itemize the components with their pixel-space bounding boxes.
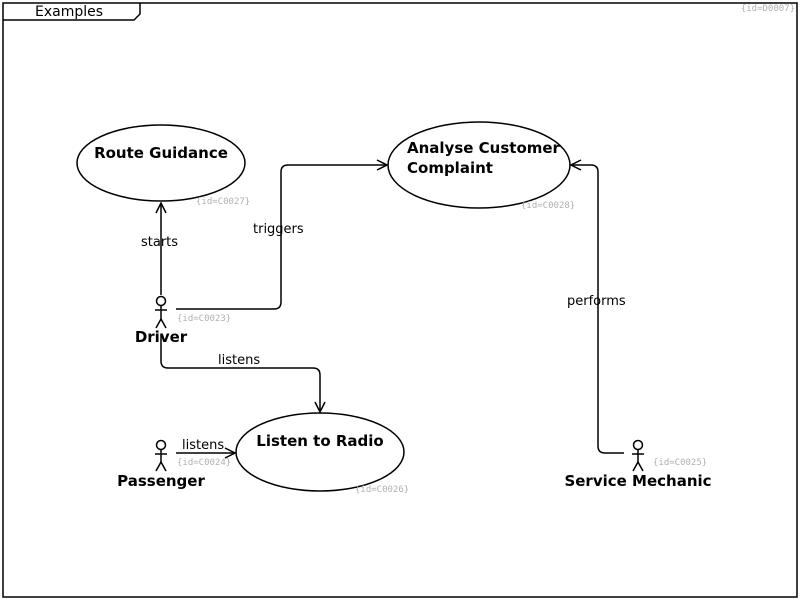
use-case-analyse-customer-complaint[interactable]: Analyse Customer Complaint {id=C0028} [387,121,575,211]
actor-driver[interactable]: Driver {id=C0023} [135,295,231,347]
use-case-route-guidance[interactable]: Route Guidance {id=C0027} [76,124,250,207]
frame-id: {id=D0007} [741,4,795,14]
use-case-id: {id=C0028} [521,201,575,211]
edge-label: listens [218,353,260,368]
actor-id: {id=C0024} [177,458,231,468]
edge-driver-triggers-complaint[interactable]: triggers [176,165,387,310]
use-case-id: {id=C0026} [355,485,409,495]
edge-mechanic-performs-complaint[interactable]: performs [567,165,626,454]
edge-label: starts [141,235,178,250]
use-case-label: Route Guidance [94,144,228,162]
actor-id: {id=C0025} [653,458,707,468]
actor-label: Passenger [117,472,205,490]
stick-figure-icon [632,439,644,472]
stick-figure-icon [155,295,167,329]
use-case-label-line1: Analyse Customer [407,139,561,157]
frame-title: Examples [35,4,103,20]
stick-figure-icon [155,439,167,472]
use-case-label: Listen to Radio [256,432,383,450]
actor-label: Service Mechanic [564,472,711,490]
edge-passenger-listens-radio[interactable]: listens [176,438,235,453]
frame-title-tab [3,3,141,21]
actor-passenger[interactable]: Passenger {id=C0024} [117,439,231,491]
edge-label: listens [182,438,224,453]
edge-label: performs [567,294,626,309]
edge-driver-starts-route-guidance[interactable]: starts [141,203,178,295]
actor-id: {id=C0023} [177,314,231,324]
use-case-id: {id=C0027} [196,197,250,207]
use-case-label-line2: Complaint [407,159,493,177]
edge-driver-listens-radio[interactable]: listens [160,334,320,412]
use-case-listen-to-radio[interactable]: Listen to Radio {id=C0026} [235,412,409,495]
edge-label: triggers [253,222,304,237]
actor-service-mechanic[interactable]: Service Mechanic {id=C0025} [564,439,712,491]
